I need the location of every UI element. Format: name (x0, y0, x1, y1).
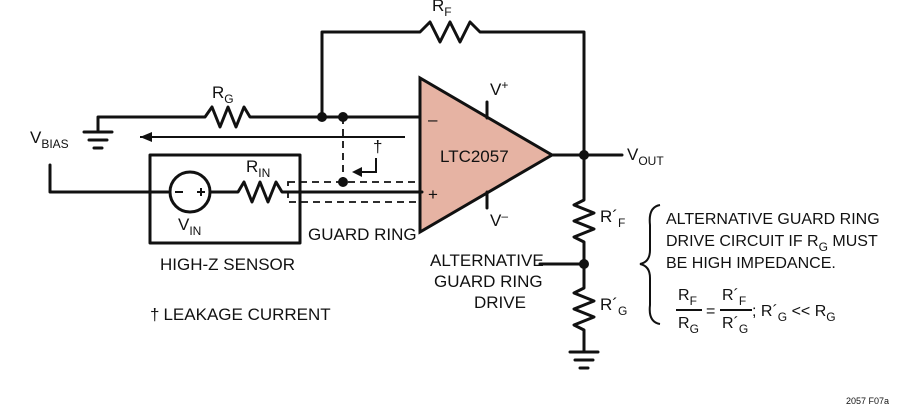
svg-text:; R´G << RG: ; R´G << RG (752, 303, 836, 324)
inverting-input-label: – (428, 110, 438, 129)
noninverting-input-label: + (428, 185, 438, 204)
junction-node (338, 177, 348, 187)
high-z-sensor-box (148, 153, 302, 245)
ground-symbol-bias (82, 130, 114, 150)
feedback-wire (320, 20, 586, 157)
svg-text:R´G: R´G (722, 315, 748, 336)
alt-drive-line-2: GUARD RING (434, 272, 543, 291)
ground-symbol-output (568, 350, 600, 370)
rf-label: RF (432, 0, 452, 19)
output-divider-wire (572, 153, 596, 354)
vminus-label: V– (490, 209, 508, 230)
rin-label: RIN (246, 157, 270, 180)
note-brace (639, 204, 661, 325)
high-z-sensor-label: HIGH-Z SENSOR (160, 255, 295, 274)
svg-text:=: = (706, 303, 715, 320)
alt-drive-line-1: ALTERNATIVE (430, 251, 544, 270)
svg-text:RG: RG (678, 315, 699, 336)
note-line-3: BE HIGH IMPEDANCE. (666, 255, 836, 272)
rg-label: RG (212, 83, 234, 106)
leakage-current-label: †LEAKAGE CURRENT (150, 305, 331, 324)
guard-ring-label: GUARD RING (308, 225, 417, 244)
note-line-2: DRIVE CIRCUIT IF RG MUST (666, 233, 878, 254)
vbias-label: VBIAS (30, 128, 69, 151)
vin-label: VIN (178, 215, 201, 238)
vin-source (168, 170, 212, 214)
figure-code: 2057 F07a (846, 396, 889, 406)
junction-node (317, 112, 327, 122)
inverting-input-wire (96, 105, 424, 132)
leakage-arrows (140, 132, 405, 177)
junction-node (579, 150, 589, 160)
junction-node (579, 259, 589, 269)
ratio-formula: RF RG = R´F R´G ; R´G << RG (676, 287, 836, 336)
guard-ring (287, 117, 421, 203)
note-line-1: ALTERNATIVE GUARD RING (666, 211, 880, 228)
noninverting-input-wire (48, 163, 170, 194)
vplus-label: V+ (490, 78, 508, 99)
rg-prime-label: R´G (600, 295, 627, 318)
dagger-mark: † (373, 137, 382, 156)
opamp-label: LTC2057 (440, 147, 509, 166)
svg-text:R´F: R´F (722, 287, 746, 308)
svg-text:RF: RF (678, 287, 697, 308)
rf-prime-label: R´F (600, 207, 625, 230)
vout-label: VOUT (627, 145, 664, 168)
sensor-to-input-wire (208, 180, 424, 204)
alt-drive-line-3: DRIVE (474, 293, 526, 312)
junction-node (338, 112, 348, 122)
